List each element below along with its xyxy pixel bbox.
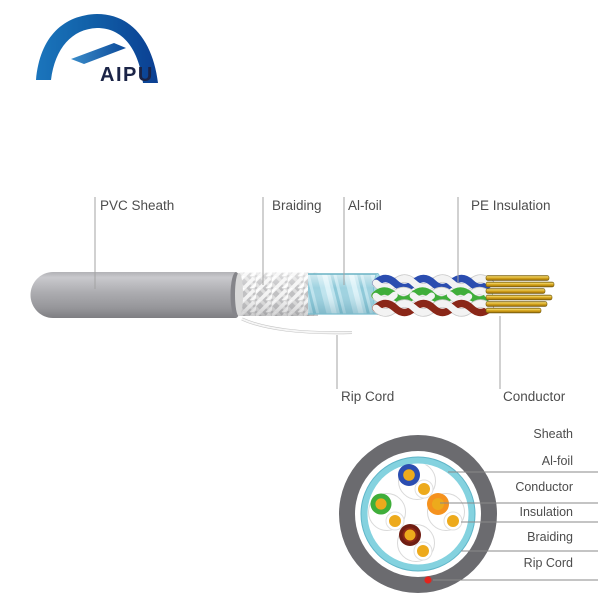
cross-section-leader-lines: [433, 471, 598, 581]
label-pe-insulation: PE Insulation: [471, 198, 551, 213]
twisted-pairs-graphic: [370, 274, 495, 317]
cross-section-wires: [370, 464, 463, 561]
side-view-leader-lines: [94, 197, 501, 389]
label-pvc-sheath: PVC Sheath: [100, 198, 175, 213]
xs-label-rip-cord: Rip Cord: [523, 556, 573, 570]
pvc-sheath-graphic: [30, 272, 242, 318]
brand-wordmark: AIPU: [100, 64, 154, 86]
rip-cord-dot: [424, 576, 432, 584]
xs-label-conductor: Conductor: [515, 480, 573, 494]
xs-label-al-foil: Al-foil: [541, 454, 573, 468]
conductors-graphic: [485, 275, 555, 314]
xs-label-insulation: Insulation: [519, 505, 573, 519]
xs-label-braiding: Braiding: [527, 530, 573, 544]
cross-section-graphic: [339, 435, 598, 593]
rip-cord-thread: [241, 317, 353, 335]
logo-arch-graphic: [36, 14, 158, 83]
label-braiding: Braiding: [272, 198, 322, 213]
label-conductor: Conductor: [503, 389, 566, 404]
al-foil-graphic: [308, 272, 382, 315]
label-rip-cord: Rip Cord: [341, 389, 395, 404]
xs-label-sheath: Sheath: [533, 427, 573, 441]
label-al-foil: Al-foil: [348, 198, 382, 213]
